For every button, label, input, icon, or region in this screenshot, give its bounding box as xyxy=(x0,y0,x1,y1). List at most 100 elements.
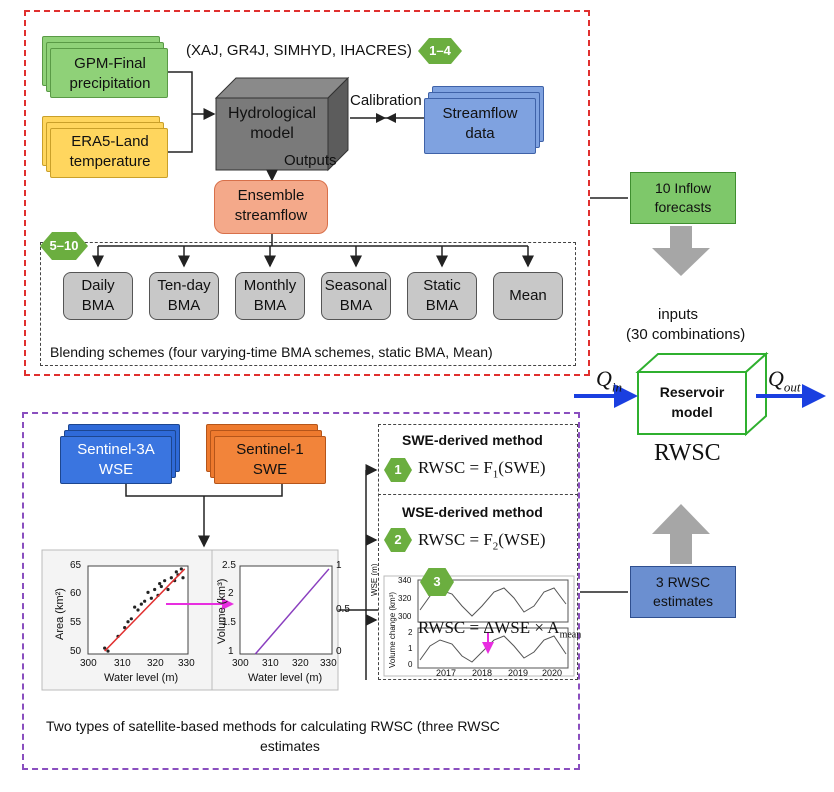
area-point xyxy=(106,649,110,653)
area-fit-line xyxy=(104,568,186,652)
area-xtick-310: 310 xyxy=(114,658,131,669)
forecast-frame xyxy=(24,10,590,376)
area-point xyxy=(169,576,173,580)
vol-ytick-1-5: 1.5 xyxy=(222,617,236,628)
area-xtick-320: 320 xyxy=(147,658,164,669)
mean-box: Mean xyxy=(493,272,563,320)
reservoir-box xyxy=(635,351,769,437)
satellite-frame xyxy=(22,412,580,770)
outputs-label: Outputs xyxy=(284,152,337,169)
hydro-model-label: Hydrological model xyxy=(227,105,317,142)
area-ytick-55: 55 xyxy=(70,617,82,628)
blending-caption: Blending schemes (four varying-time BMA … xyxy=(50,344,493,360)
area-point xyxy=(139,602,143,606)
vol-ytick-right-0: 0 xyxy=(336,646,342,657)
models-label: (XAJ, GR4J, SIMHYD, IHACRES) xyxy=(186,42,412,59)
swe-method-title: SWE-derived method xyxy=(402,432,543,448)
ts-xtick-2018: 2018 xyxy=(472,668,493,678)
area-xlabel: Water level (m) xyxy=(104,672,179,684)
vol-ytick-2-5: 2.5 xyxy=(222,560,236,571)
volume-curve xyxy=(254,568,330,655)
vol-xtick-320: 320 xyxy=(292,658,309,669)
area-point xyxy=(158,582,162,586)
ts-wse-ylabel: WSE (m) xyxy=(370,563,379,596)
area-xtick-330: 330 xyxy=(178,658,195,669)
ts-xtick-2019: 2019 xyxy=(508,668,529,678)
vol-ytick-right-1: 1 xyxy=(336,560,342,571)
method-divider xyxy=(378,494,578,495)
area-point xyxy=(153,587,157,592)
era5-temperature-doc xyxy=(50,128,168,178)
area-point xyxy=(179,567,183,571)
area-point xyxy=(181,576,185,580)
area-xtick-300: 300 xyxy=(80,658,97,669)
volume-ylabel: Volume (km³) xyxy=(216,578,228,644)
area-ytick-65: 65 xyxy=(70,560,82,571)
badge-blending: 5–10 xyxy=(40,232,88,260)
method-frame xyxy=(378,424,578,680)
area-point xyxy=(149,596,153,600)
formula-delta: RWSC = ΔWSE × Amean xyxy=(418,618,582,641)
satellite-caption-line2: estimates xyxy=(260,738,320,754)
rwsc-label: RWSC xyxy=(654,440,721,466)
badge-models: 1–4 xyxy=(418,38,462,64)
sentinel-1-doc xyxy=(214,436,326,484)
ts-vol-tick-2: 2 xyxy=(408,628,413,637)
formula-swe: RWSC = F1(SWE) xyxy=(418,458,546,481)
grey-arrow-down xyxy=(652,226,710,276)
sentinel-3a-label: Sentinel-3A WSE xyxy=(77,441,155,478)
daily-bma-box: Daily BMA xyxy=(63,272,133,320)
ts-vol-ylabel: Volume change (km³) xyxy=(388,591,397,668)
formula-wse: RWSC = F2(WSE) xyxy=(418,530,546,553)
area-point xyxy=(143,599,147,603)
area-point xyxy=(123,626,127,630)
sentinel-3a-doc xyxy=(60,436,172,484)
vol-xtick-330: 330 xyxy=(320,658,337,669)
area-point xyxy=(133,605,137,609)
badge-delta: 3 xyxy=(420,568,454,596)
combinations-label: (30 combinations) xyxy=(626,326,746,343)
area-scatter xyxy=(103,567,185,653)
area-point xyxy=(126,620,130,624)
ts-vol-tick-0: 0 xyxy=(408,660,413,669)
area-point xyxy=(129,617,133,621)
streamflow-data-doc xyxy=(424,98,536,154)
monthly-bma-box: Monthly BMA xyxy=(235,272,305,320)
vol-ytick-1: 1 xyxy=(228,646,234,657)
vol-xtick-310: 310 xyxy=(262,658,279,669)
area-point xyxy=(166,587,170,592)
vol-xtick-300: 300 xyxy=(232,658,249,669)
ts-vol-tick-1: 1 xyxy=(408,644,413,653)
ts-wse-tick-340: 340 xyxy=(398,576,412,585)
area-point xyxy=(103,646,107,650)
calibration-label: Calibration xyxy=(350,92,422,109)
static-bma-box: Static BMA xyxy=(407,272,477,320)
seasonal-bma-box: Seasonal BMA xyxy=(321,272,391,320)
grey-arrow-up xyxy=(652,504,710,564)
q-out-label: Qout xyxy=(768,366,801,395)
area-point xyxy=(159,584,163,589)
wse-method-title: WSE-derived method xyxy=(402,504,543,520)
streamflow-data-label: Streamflow data xyxy=(442,105,518,142)
area-point xyxy=(136,608,140,612)
reservoir-model-label: Reservoir model xyxy=(659,384,725,420)
ts-wse-tick-320: 320 xyxy=(398,594,412,603)
era5-label: ERA5-Land temperature xyxy=(69,133,151,170)
sentinel-1-label: Sentinel-1 SWE xyxy=(236,441,304,478)
area-ylabel: Area (km²) xyxy=(54,588,66,640)
hydro-model-box xyxy=(214,76,350,172)
volume-xlabel: Water level (m) xyxy=(248,672,323,684)
ts-xtick-2020: 2020 xyxy=(542,668,563,678)
area-point xyxy=(174,570,178,574)
rwsc-estimates-box: 3 RWSC estimates xyxy=(630,566,736,618)
volume-plot-axes xyxy=(239,565,333,655)
volume-series xyxy=(419,635,567,663)
ensemble-label: Ensemble streamflow xyxy=(234,187,308,224)
inputs-label: inputs xyxy=(658,306,699,323)
vol-ytick-2: 2 xyxy=(228,588,234,599)
blending-frame xyxy=(40,242,576,366)
ensemble-streamflow-box xyxy=(214,180,328,234)
vol-ytick-right-05: 0.5 xyxy=(336,604,350,615)
satellite-caption-line1: Two types of satellite-based methods for… xyxy=(46,718,500,734)
